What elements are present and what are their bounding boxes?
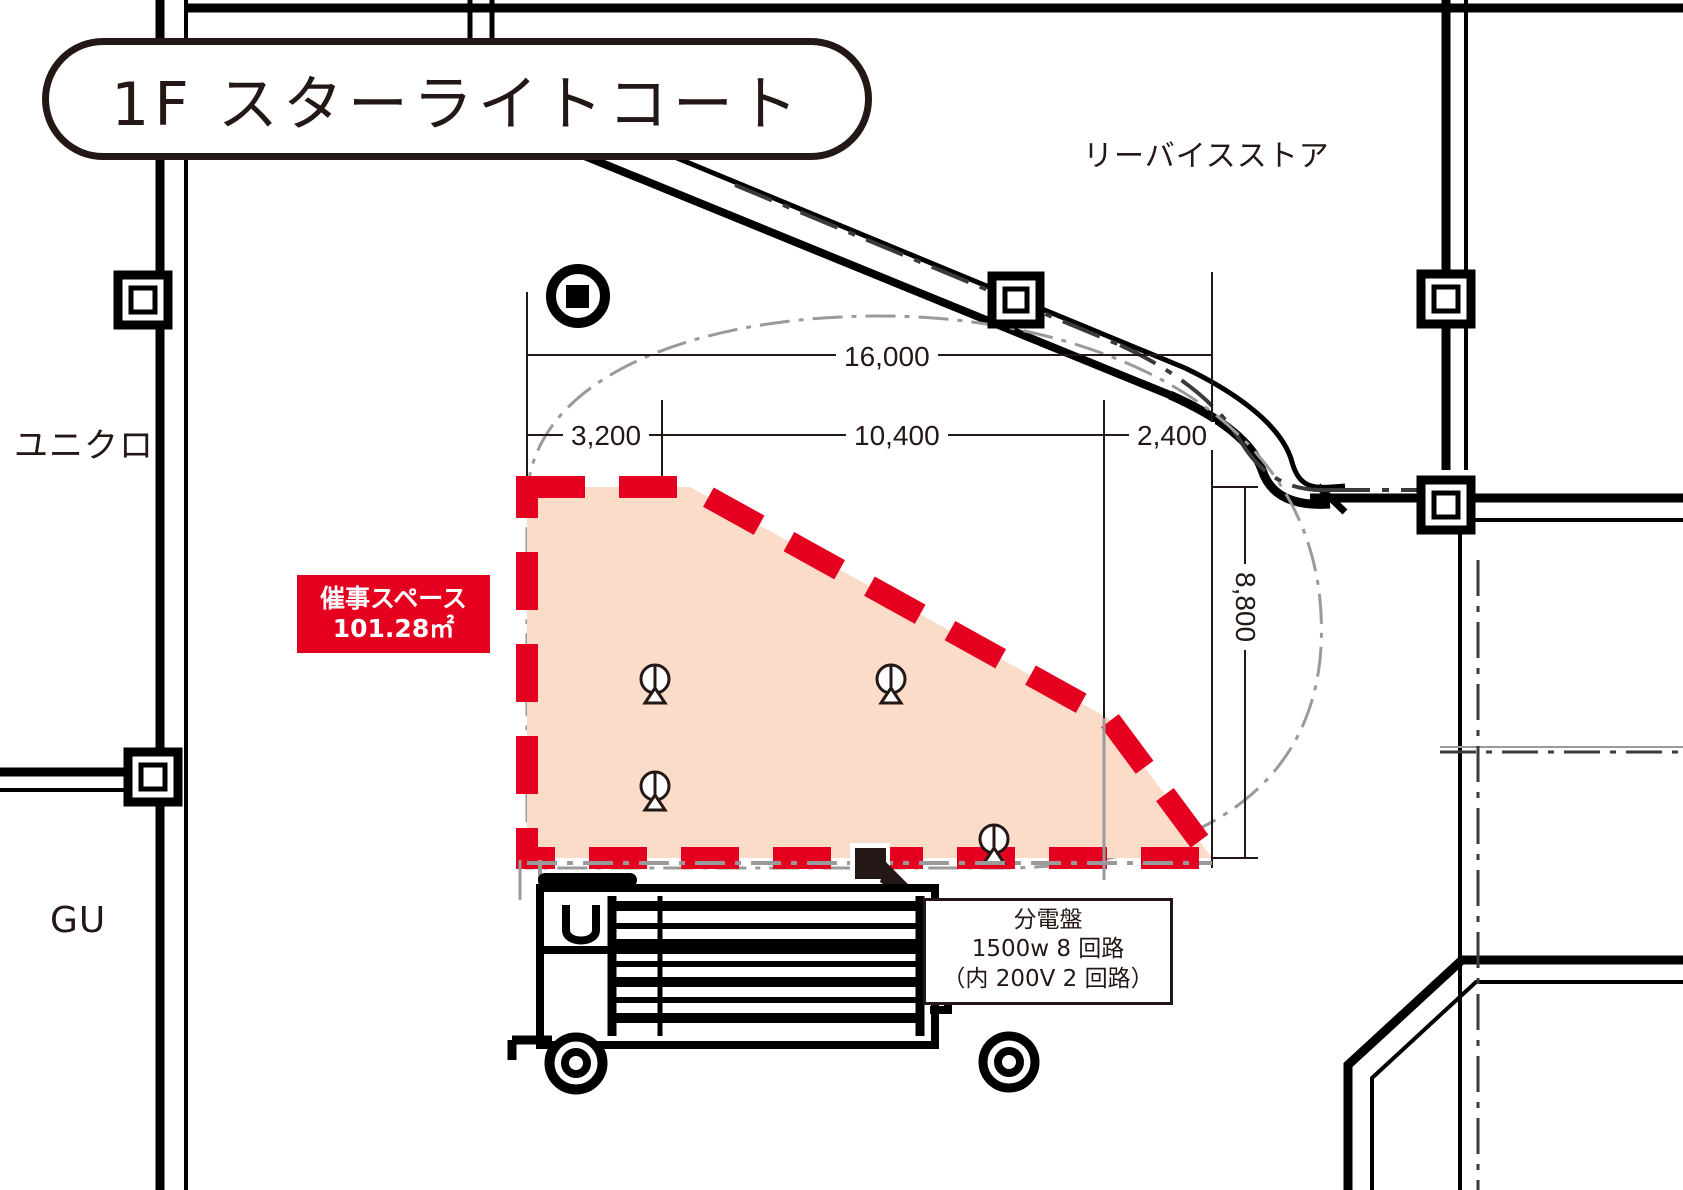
floor-title-badge: 1F スターライトコート: [42, 38, 872, 160]
store-label-gu: GU: [50, 900, 107, 941]
dimension-overall-width: 16,000: [836, 343, 938, 371]
store-label-levis: リーバイスストア: [1083, 139, 1330, 174]
centerline-guides: [734, 183, 1420, 493]
reference-lines: [518, 718, 1106, 900]
distribution-board-callout: 分電盤 1500w 8 回路 （内 200V 2 回路）: [923, 898, 1173, 1006]
store-label-uniqlo: ユニクロ: [14, 426, 154, 466]
event-space-badge-area: 101.28㎡: [332, 613, 455, 644]
centerline-guides-vertical: [1440, 560, 1683, 1190]
dimension-segment-left: 3,200: [563, 422, 650, 450]
event-space-area-number: 101.28: [332, 613, 430, 643]
dimension-segment-middle: 10,400: [846, 422, 948, 450]
column-markers: [113, 269, 1476, 807]
event-space-badge: 催事スペース 101.28㎡: [297, 575, 490, 653]
ceiling-fixture-markers: [639, 663, 1010, 865]
dimension-segment-right: 2,400: [1129, 422, 1216, 450]
callout-capacity: 1500w 8 回路: [971, 936, 1125, 963]
court-boundary: [525, 314, 1323, 870]
event-space-badge-label: 催事スペース: [319, 583, 467, 613]
callout-title: 分電盤: [1013, 907, 1083, 933]
dimension-height: 8,800: [1230, 564, 1261, 651]
event-space-fill: [527, 487, 1212, 858]
callout-voltage-note: （内 200V 2 回路）: [942, 965, 1154, 992]
page-title: 1F スターライトコート: [111, 69, 803, 140]
event-space-area-unit: ㎡: [429, 613, 455, 643]
stage-trolley: [507, 873, 952, 1094]
event-space-outline: [516, 476, 1234, 869]
